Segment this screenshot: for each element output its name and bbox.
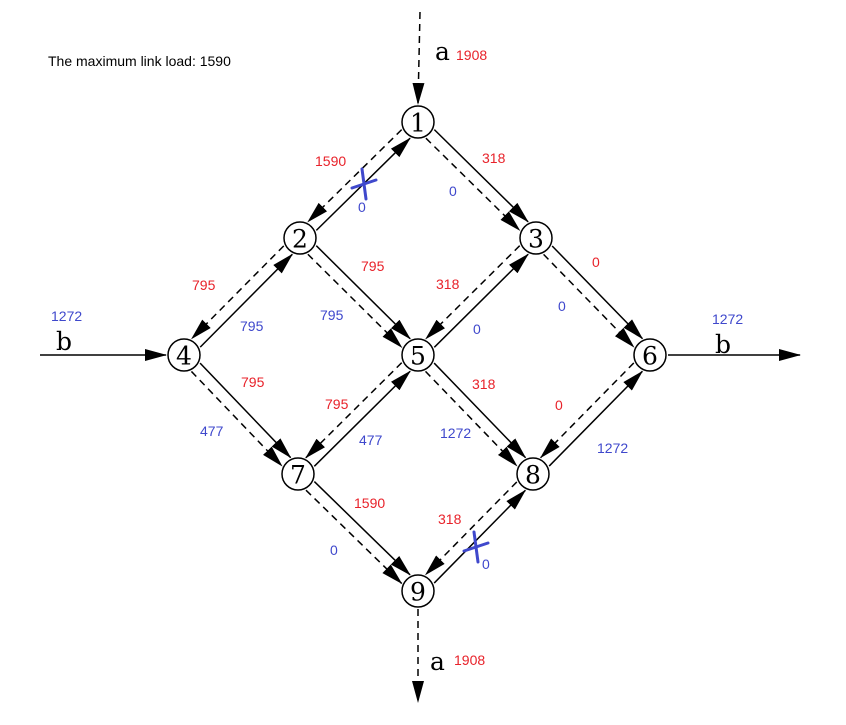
edge-1-2-a — [307, 129, 403, 223]
edges — [40, 11, 801, 703]
link-1-3-a-load: 318 — [482, 150, 506, 166]
edge-2-4-a — [191, 245, 285, 340]
edge-1-3-a — [425, 137, 521, 232]
flow-b-in-label: b — [56, 327, 72, 356]
nodes: 1 2 3 4 5 6 7 8 9 — [167, 105, 667, 608]
node-9: 9 — [401, 574, 435, 608]
link-5-8-b-load: 1272 — [440, 425, 471, 441]
node-5-label: 5 — [410, 342, 426, 371]
node-5: 5 — [401, 338, 435, 372]
edge-7-5-b — [313, 370, 411, 467]
node-7-label: 7 — [290, 461, 306, 490]
node-1-circle — [401, 105, 435, 139]
edge-6-8-a — [539, 362, 635, 459]
edge-7-9-a — [305, 489, 403, 585]
node-2-label: 2 — [292, 225, 308, 254]
node-6-label: 6 — [642, 342, 658, 371]
node-1-label: 1 — [410, 109, 426, 138]
node-4-label: 4 — [176, 342, 192, 371]
link-3-5-a-load: 318 — [436, 276, 460, 292]
node-2-circle — [283, 221, 317, 255]
link-2-4-a-load: 795 — [192, 277, 216, 293]
edge-5-8-a — [424, 370, 518, 467]
link-8-9-a-load: 318 — [438, 511, 462, 527]
failed-link-1-2-cross — [350, 167, 378, 201]
flow-a-in-label: a — [435, 37, 450, 66]
node-9-label: 9 — [410, 578, 426, 607]
edge-5-7-a — [305, 362, 403, 459]
link-5-7-b-load: 477 — [359, 432, 383, 448]
edge-5-3-b — [433, 253, 529, 348]
flow-b-in-value: 1272 — [51, 308, 82, 324]
flow-a-out-label: a — [430, 647, 445, 676]
link-3-6-a-load: 0 — [592, 254, 600, 270]
link-5-7-a-load: 795 — [325, 396, 349, 412]
flow-b-out-value: 1272 — [712, 311, 743, 327]
link-1-3-b-load: 0 — [449, 183, 457, 199]
link-3-5-b-load: 0 — [473, 321, 481, 337]
link-7-9-a-load: 1590 — [354, 495, 385, 511]
link-4-7-a-load: 795 — [241, 374, 265, 390]
link-1-2-a-load: 1590 — [315, 153, 346, 169]
flow-a-in-arrow — [412, 11, 425, 105]
edge-5-8-b — [433, 362, 527, 459]
edge-2-5-a — [307, 253, 403, 348]
edge-3-6-a — [543, 253, 635, 348]
edge-1-3-b — [433, 129, 529, 223]
node-4-circle — [167, 338, 201, 372]
flow-b-out-label: b — [715, 330, 731, 359]
edge-7-9-b — [313, 481, 411, 576]
node-7: 7 — [281, 457, 315, 491]
max-link-load-caption: The maximum link load: 1590 — [48, 53, 231, 69]
edge-2-5-b — [315, 245, 411, 340]
node-8-label: 8 — [525, 461, 541, 490]
link-7-9-b-load: 0 — [330, 542, 338, 558]
node-3: 3 — [519, 221, 553, 255]
failed-link-marks — [350, 167, 490, 564]
node-5-circle — [401, 338, 435, 372]
node-4: 4 — [167, 338, 201, 372]
link-5-8-a-load: 318 — [472, 376, 496, 392]
edge-3-5-a — [425, 245, 521, 340]
edge-4-7-a — [190, 370, 283, 467]
link-6-8-a-load: 0 — [555, 397, 563, 413]
node-6: 6 — [633, 338, 667, 372]
edge-3-6-b — [551, 245, 644, 340]
edge-4-7-b — [199, 362, 292, 459]
flow-a-in-value: 1908 — [456, 47, 487, 63]
edge-9-8-b — [433, 489, 527, 584]
node-1: 1 — [401, 105, 435, 139]
link-6-8-b-load: 1272 — [597, 440, 628, 456]
node-6-circle — [633, 338, 667, 372]
edge-8-9-a — [424, 481, 518, 576]
node-8: 8 — [516, 457, 550, 491]
failed-link-8-9-cross — [462, 530, 490, 564]
node-3-circle — [519, 221, 553, 255]
link-2-5-b-load: 795 — [320, 307, 344, 323]
link-2-4-b-load: 795 — [240, 318, 264, 334]
link-2-5-a-load: 795 — [361, 258, 385, 274]
link-3-6-b-load: 0 — [558, 298, 566, 314]
link-4-7-b-load: 477 — [200, 423, 224, 439]
link-1-2-b-load: 0 — [358, 199, 366, 215]
node-9-circle — [401, 574, 435, 608]
node-2: 2 — [283, 221, 317, 255]
edge-8-6-b — [548, 370, 644, 467]
node-7-circle — [281, 457, 315, 491]
node-8-circle — [516, 457, 550, 491]
link-8-9-b-load: 0 — [482, 556, 490, 572]
flow-a-out-value: 1908 — [454, 652, 485, 668]
edge-4-2-b — [199, 253, 293, 348]
node-3-label: 3 — [528, 225, 544, 254]
